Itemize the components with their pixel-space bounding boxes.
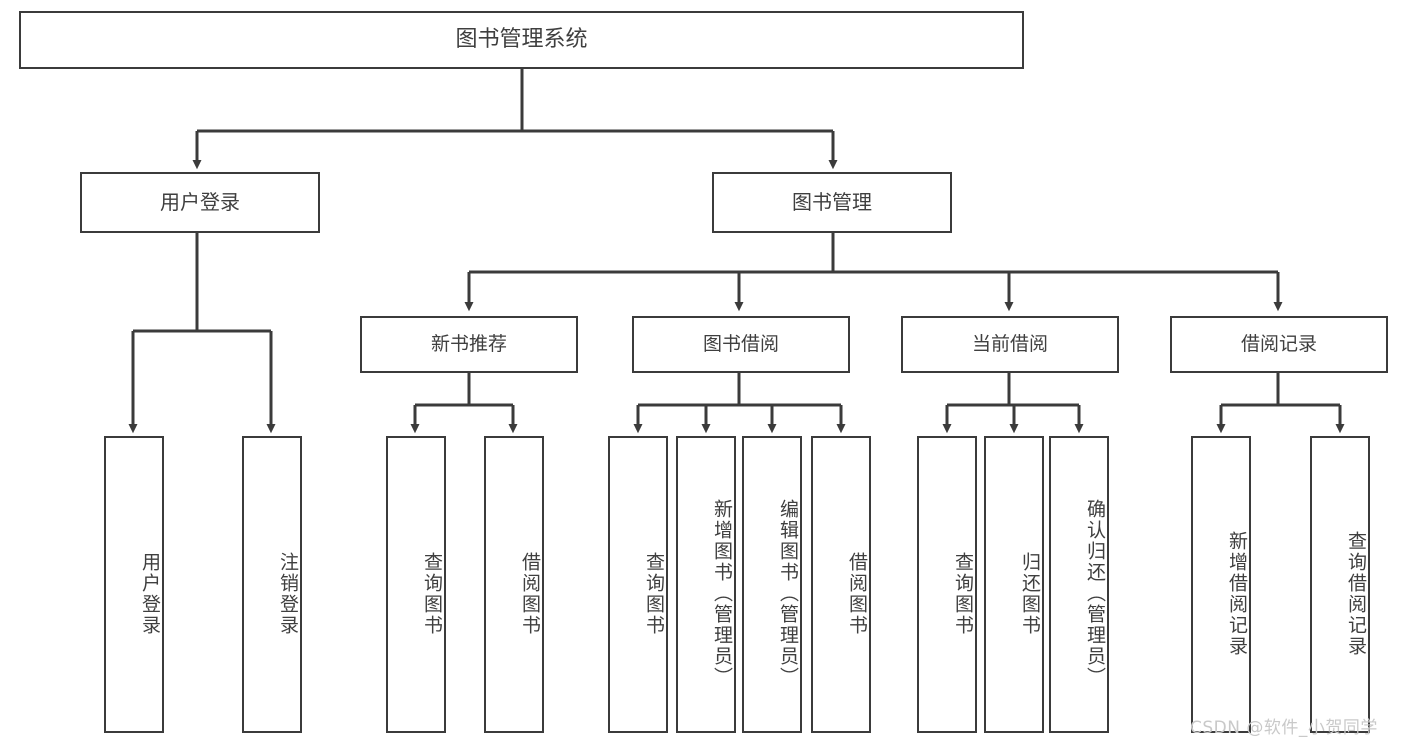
node-current-borrow[interactable]: 当前借阅 — [901, 316, 1119, 373]
node-label: 图书管理 — [792, 189, 872, 214]
leaf-logout[interactable]: 注销登录 — [242, 436, 302, 733]
node-label: 查询图书 — [952, 551, 974, 636]
leaf-query-book-borrow[interactable]: 查询图书 — [608, 436, 668, 733]
leaf-borrow-book-recommend[interactable]: 借阅图书 — [484, 436, 544, 733]
leaf-confirm-return-admin[interactable]: 确认归还（管理员） — [1049, 436, 1109, 733]
node-label: 用户登录 — [160, 189, 240, 214]
node-label: 编辑图书（管理员） — [777, 499, 799, 688]
leaf-edit-book-admin[interactable]: 编辑图书（管理员） — [742, 436, 802, 733]
node-label: 图书借阅 — [702, 333, 779, 356]
leaf-add-borrow-record[interactable]: 新增借阅记录 — [1191, 436, 1251, 733]
leaf-query-book-current[interactable]: 查询图书 — [917, 436, 977, 733]
node-label: 借阅图书 — [846, 551, 868, 636]
node-label: 用户登录 — [139, 551, 161, 636]
node-label: 确认归还（管理员） — [1084, 499, 1106, 688]
node-label: 新增借阅记录 — [1226, 530, 1248, 657]
node-book-borrow[interactable]: 图书借阅 — [632, 316, 850, 373]
leaf-user-login[interactable]: 用户登录 — [104, 436, 164, 733]
node-label: 新书推荐 — [430, 333, 507, 356]
node-book-management[interactable]: 图书管理 — [712, 172, 952, 233]
node-label: 查询借阅记录 — [1345, 530, 1367, 657]
leaf-add-book-admin[interactable]: 新增图书（管理员） — [676, 436, 736, 733]
node-label: 借阅图书 — [519, 551, 541, 636]
node-label: 查询图书 — [421, 551, 443, 636]
leaf-query-borrow-record[interactable]: 查询借阅记录 — [1310, 436, 1370, 733]
node-label: 查询图书 — [643, 551, 665, 636]
leaf-query-book-recommend[interactable]: 查询图书 — [386, 436, 446, 733]
node-label: 借阅记录 — [1240, 333, 1317, 356]
node-borrow-record[interactable]: 借阅记录 — [1170, 316, 1388, 373]
node-user-login[interactable]: 用户登录 — [80, 172, 320, 233]
csdn-watermark: CSDN @软件_小贺同学 — [1190, 718, 1378, 738]
node-label: 注销登录 — [277, 551, 299, 636]
leaf-return-book[interactable]: 归还图书 — [984, 436, 1044, 733]
node-root-book-management-system[interactable]: 图书管理系统 — [19, 11, 1024, 69]
node-label: 归还图书 — [1019, 551, 1041, 636]
node-new-book-recommend[interactable]: 新书推荐 — [360, 316, 578, 373]
leaf-borrow-book[interactable]: 借阅图书 — [811, 436, 871, 733]
node-label: 新增图书（管理员） — [711, 499, 733, 688]
node-label: 当前借阅 — [971, 333, 1048, 356]
node-label: 图书管理系统 — [455, 26, 588, 52]
